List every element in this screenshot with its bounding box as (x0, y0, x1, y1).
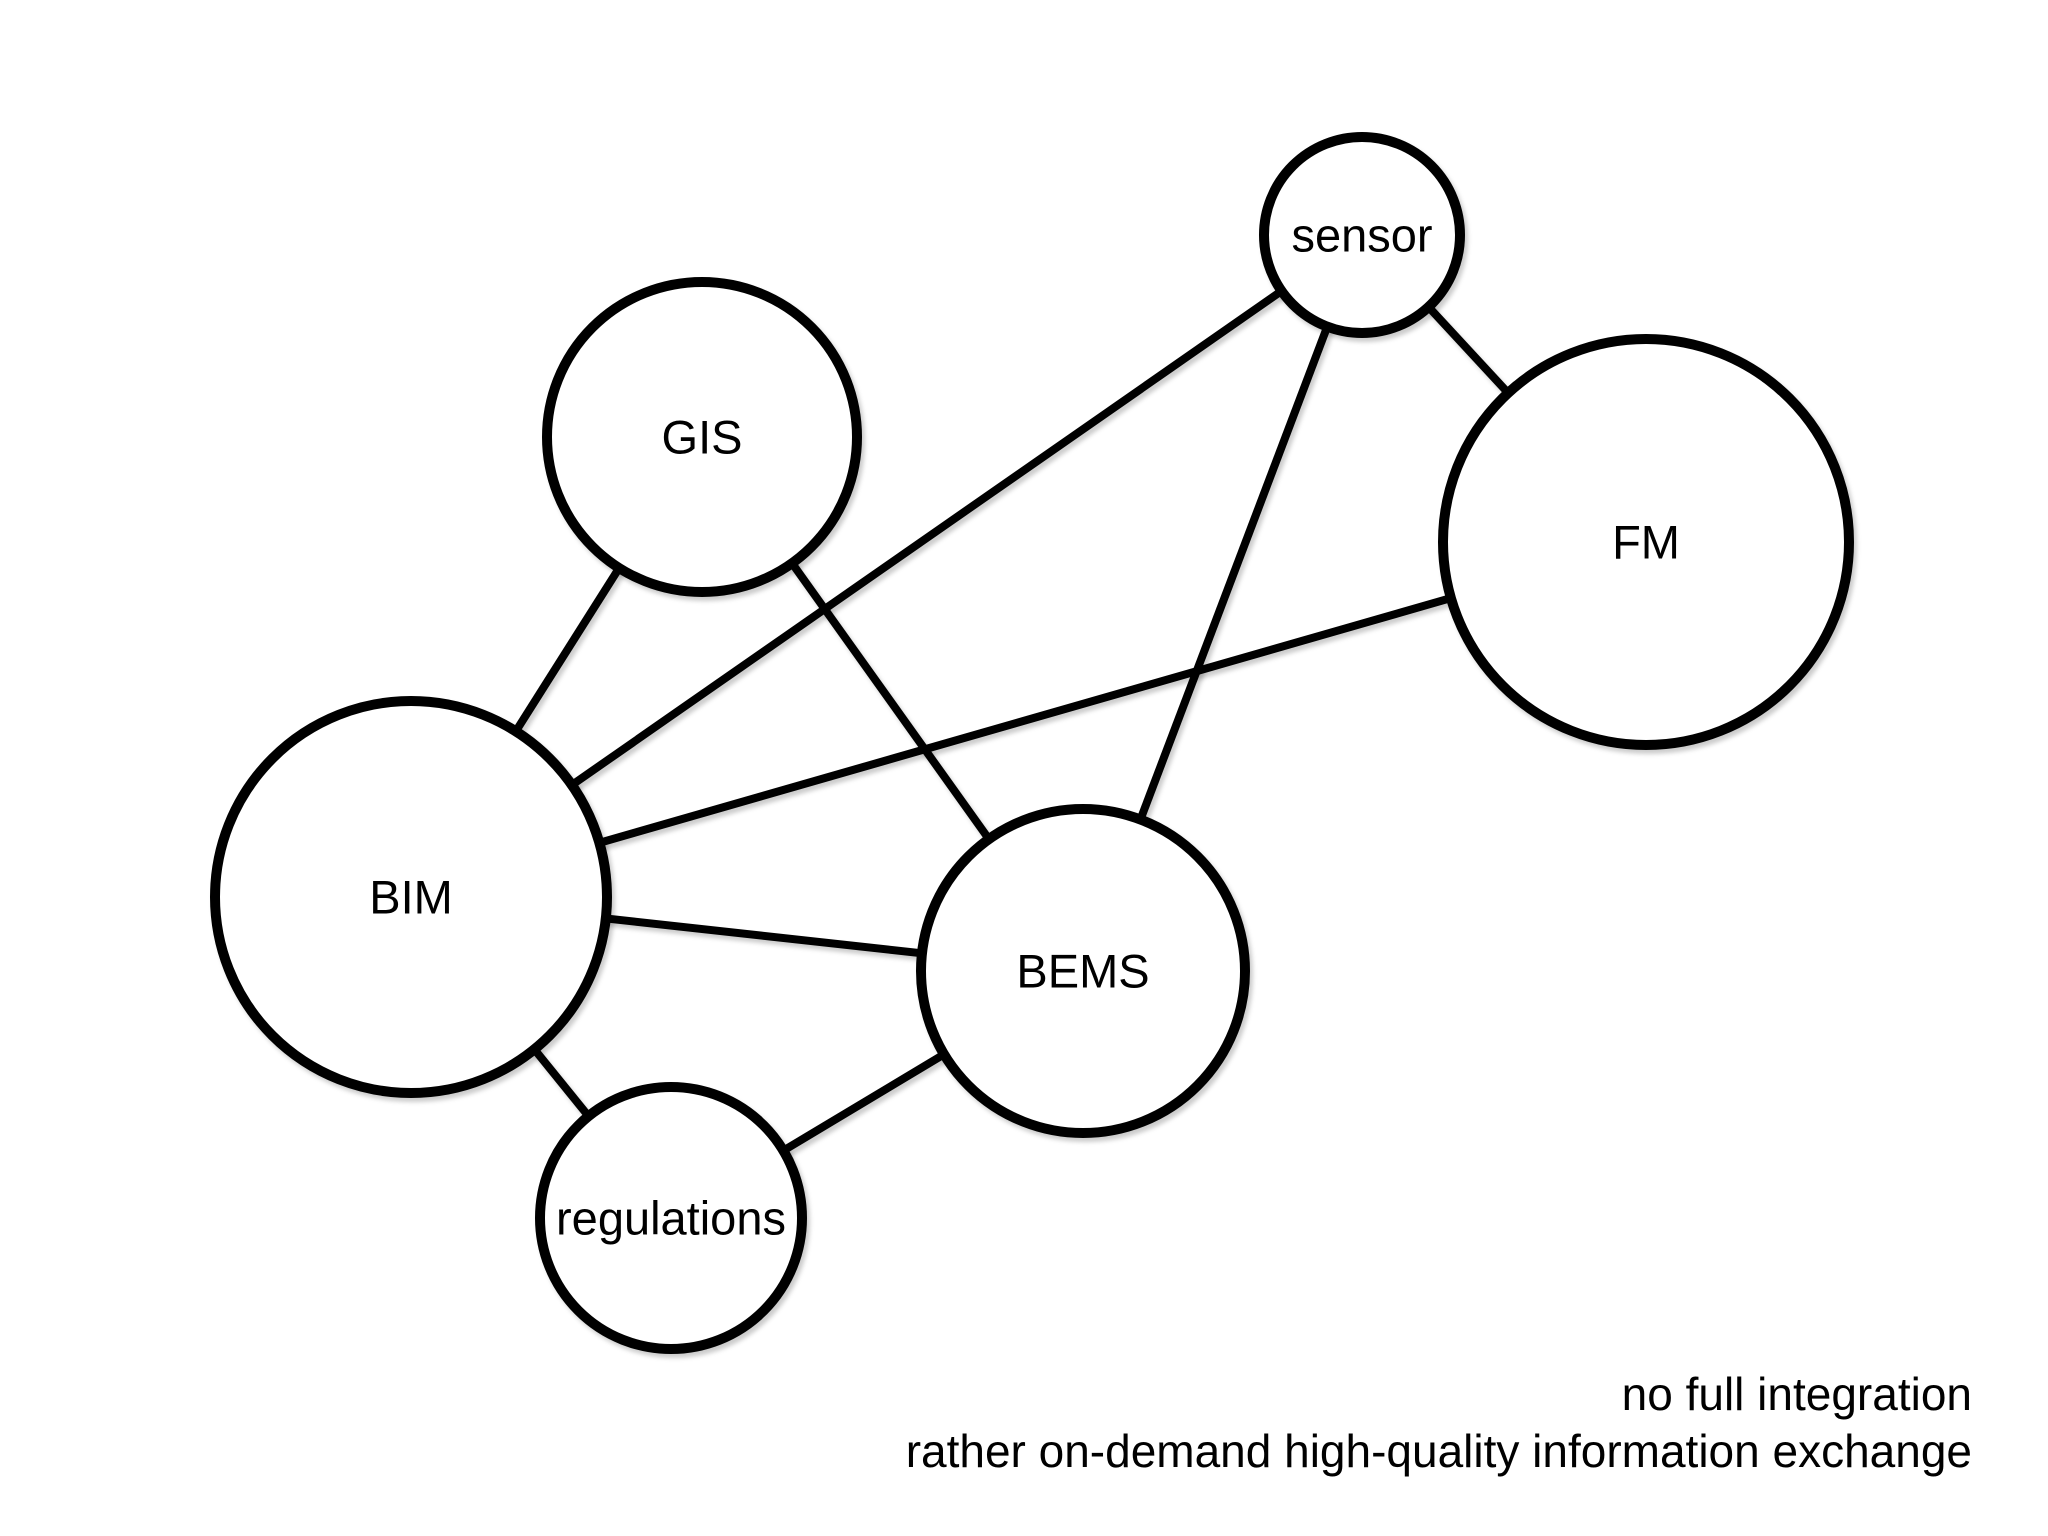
node-gis: GIS (542, 277, 862, 597)
node-sensor: sensor (1259, 132, 1465, 338)
sensor-circle (1259, 132, 1465, 338)
fm-circle (1438, 334, 1854, 750)
caption-line-1: no full integration (1621, 1368, 1972, 1420)
edge-bim-fm (409, 538, 1648, 901)
node-fm: FM (1438, 334, 1854, 750)
node-bems: BEMS (916, 804, 1250, 1138)
bim-circle (210, 696, 612, 1098)
caption: no full integration rather on-demand hig… (906, 1366, 1972, 1480)
bems-circle (916, 804, 1250, 1138)
bems-label: BEMS (1016, 945, 1149, 998)
regulations-label: regulations (556, 1192, 786, 1245)
caption-line-2: rather on-demand high-quality informatio… (905, 1425, 1972, 1478)
sensor-label: sensor (1291, 209, 1432, 262)
node-bim: BIM (210, 696, 612, 1098)
regulations-circle (535, 1082, 807, 1354)
bim-label: BIM (369, 871, 453, 924)
fm-label: FM (1612, 516, 1680, 569)
gis-circle (542, 277, 862, 597)
gis-label: GIS (662, 411, 743, 464)
node-regulations: regulations (535, 1082, 807, 1354)
